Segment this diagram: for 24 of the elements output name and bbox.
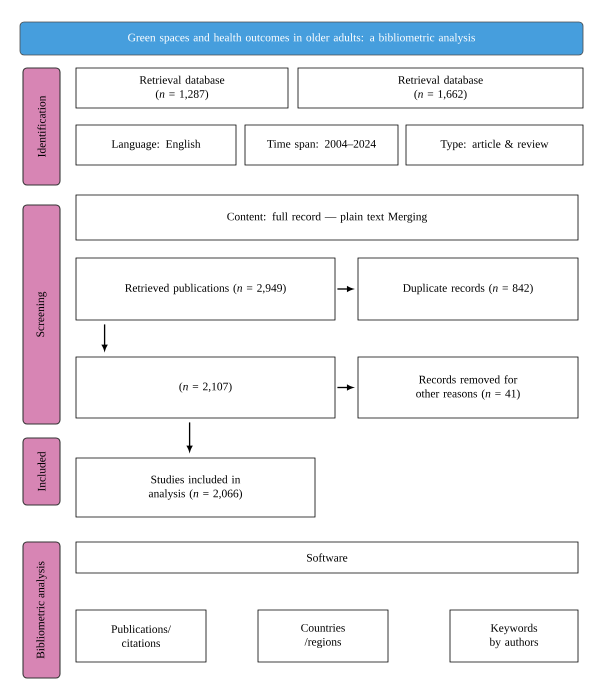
process-box: Type: article & review xyxy=(406,124,584,166)
process-box: Records removed for other reasons (n = 41) xyxy=(358,356,578,418)
process-box: Content: full record — plain text Merging xyxy=(76,194,578,240)
process-box: Software xyxy=(76,542,578,574)
stage-tab: Included xyxy=(22,437,61,506)
process-box: Retrieved publications (n = 2,949) xyxy=(76,258,336,320)
process-box: Studies included in analysis (n = 2,066) xyxy=(76,458,316,518)
process-box: Retrieval database (n = 1,287) xyxy=(76,68,288,108)
stage-tab: Identification xyxy=(22,67,61,186)
arrow xyxy=(102,324,108,351)
arrow xyxy=(337,286,354,292)
arrow xyxy=(337,384,354,390)
process-box: Publications/ citations xyxy=(76,610,206,662)
stage-tab: Bibliometric analysis xyxy=(22,541,61,679)
process-box: Keywords by authors xyxy=(450,610,578,662)
title-banner: Green spaces and health outcomes in older adults: a bibliometric analysis xyxy=(20,22,584,56)
process-box: Retrieval database (n = 1,662) xyxy=(298,68,584,108)
process-box: Time span: 2004–2024 xyxy=(244,124,398,166)
process-box: (n = 2,107) xyxy=(76,356,336,418)
process-box: Countries /regions xyxy=(258,610,388,662)
process-box: Language: English xyxy=(76,124,236,166)
arrow xyxy=(186,422,192,452)
stage-tab: Screening xyxy=(22,204,61,425)
process-box: Duplicate records (n = 842) xyxy=(358,258,578,320)
